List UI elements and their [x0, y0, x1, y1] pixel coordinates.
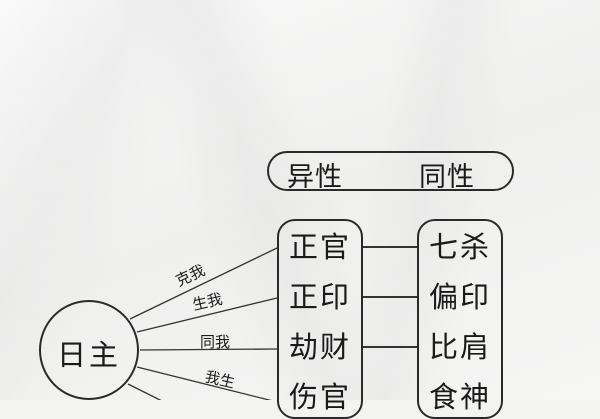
- ten-god-cell: 正印: [288, 280, 351, 314]
- opposite-sex-label: 异性: [287, 162, 343, 193]
- ten-god-cell: 食神: [428, 380, 491, 414]
- ten-god-cell: 伤官: [288, 380, 351, 414]
- day-master-circle: 日主: [39, 300, 139, 400]
- opposite-sex-column: 正官 正印 劫财 伤官: [277, 219, 363, 419]
- ten-god-cell: 正官: [288, 230, 351, 264]
- spoke-line-wo-sheng: [136, 366, 272, 400]
- same-sex-column: 七杀 偏印 比肩 食神: [417, 219, 503, 419]
- relation-label: 同我: [200, 333, 231, 351]
- ten-god-cell: 偏印: [428, 280, 491, 314]
- spoke-line-tong-wo: [139, 348, 278, 351]
- ten-god-cell: 比肩: [428, 330, 491, 364]
- spoke-line-ke-wo: [129, 247, 278, 320]
- gender-header-pill: 异性 同性: [267, 151, 514, 193]
- day-master-label: 日主: [56, 338, 121, 372]
- ten-god-cell: 七杀: [428, 230, 491, 264]
- same-sex-label: 同性: [419, 162, 475, 193]
- ten-god-cell: 劫财: [288, 330, 351, 364]
- connector-lines: [127, 246, 417, 400]
- spoke-line-wo-ke: [127, 383, 162, 400]
- spoke-line-sheng-wo: [136, 297, 278, 333]
